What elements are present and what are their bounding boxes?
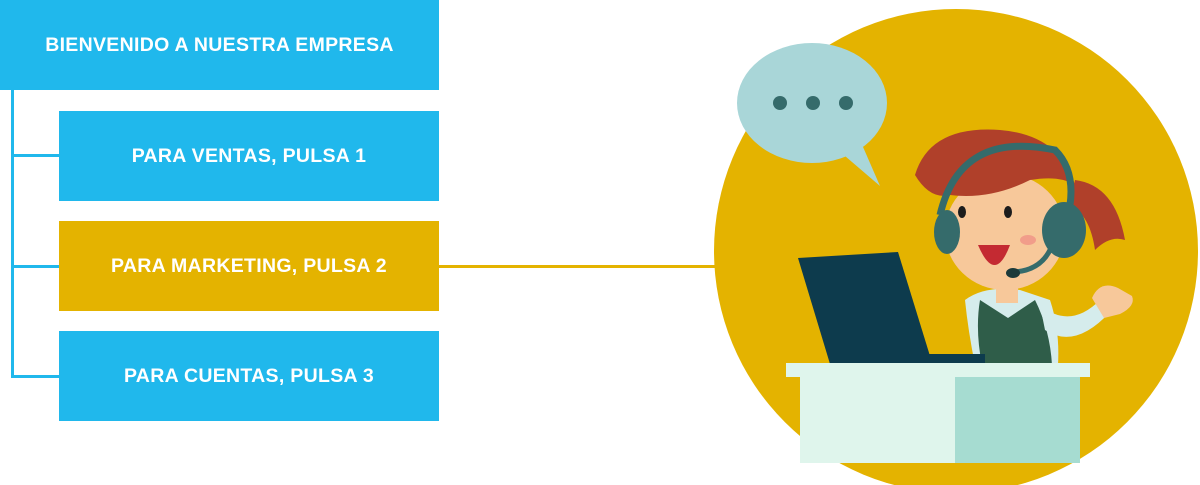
highlight-connector-line bbox=[439, 265, 716, 268]
welcome-box: BIENVENIDO A NUESTRA EMPRESA bbox=[0, 0, 439, 90]
option-sales-box[interactable]: PARA VENTAS, PULSA 1 bbox=[59, 111, 439, 201]
dot-icon bbox=[773, 96, 787, 110]
speech-bubble-icon bbox=[737, 43, 887, 186]
headset-band bbox=[936, 142, 1075, 216]
headset-left-icon bbox=[934, 210, 960, 254]
headset-right-icon bbox=[1042, 202, 1086, 258]
option-accounts-label: PARA CUENTAS, PULSA 3 bbox=[123, 364, 375, 387]
dot-icon bbox=[806, 96, 820, 110]
agent-figure bbox=[915, 129, 1133, 365]
tree-branch-1 bbox=[11, 154, 59, 157]
tree-vertical-line bbox=[11, 90, 14, 378]
desk bbox=[786, 363, 1090, 463]
dot-icon bbox=[839, 96, 853, 110]
tree-branch-3 bbox=[11, 375, 59, 378]
agent-face bbox=[945, 174, 1065, 290]
welcome-label: BIENVENIDO A NUESTRA EMPRESA bbox=[45, 33, 394, 56]
option-marketing-label: PARA MARKETING, PULSA 2 bbox=[111, 254, 387, 277]
microphone-icon bbox=[1006, 268, 1020, 278]
waving-hand bbox=[1092, 285, 1133, 318]
tree-branch-2 bbox=[11, 265, 59, 268]
option-marketing-box[interactable]: PARA MARKETING, PULSA 2 bbox=[59, 221, 439, 311]
option-sales-label: PARA VENTAS, PULSA 1 bbox=[131, 144, 367, 167]
laptop-icon bbox=[798, 252, 985, 364]
option-accounts-box[interactable]: PARA CUENTAS, PULSA 3 bbox=[59, 331, 439, 421]
